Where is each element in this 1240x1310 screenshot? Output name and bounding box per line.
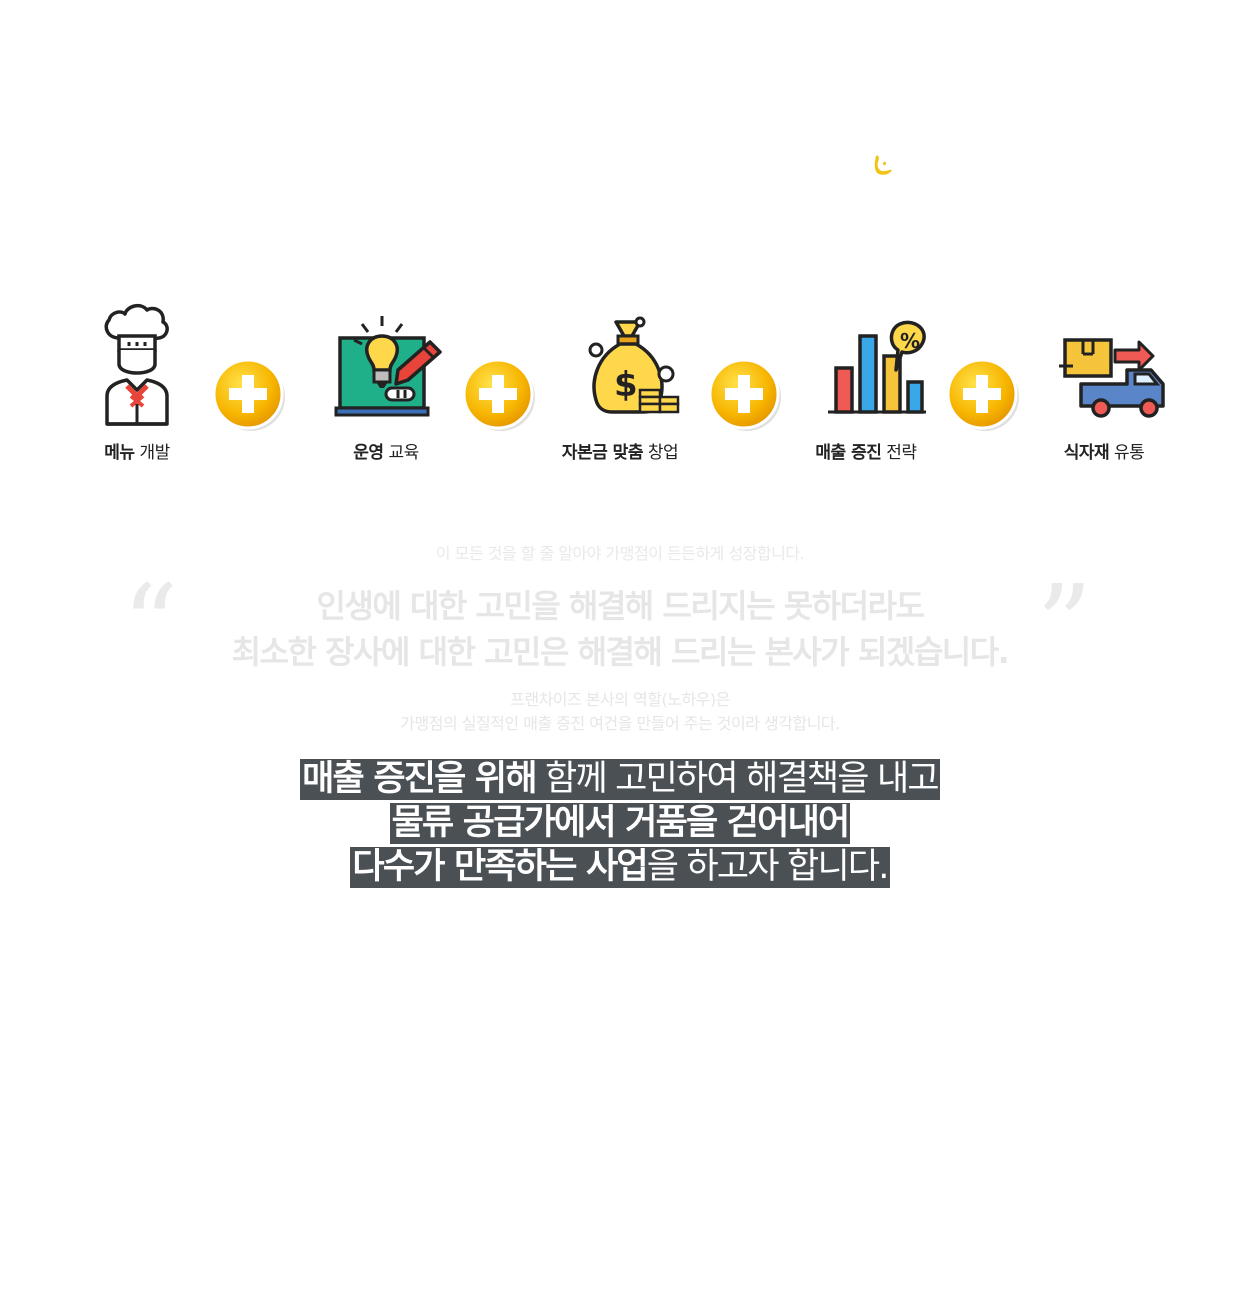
- bar-chart-percent-icon: %: [828, 320, 926, 414]
- feature-menu-development: 메뉴 개발: [57, 300, 217, 463]
- highlight-line-3: 다수가 만족하는 사업을 하고자 합니다.: [350, 847, 890, 888]
- main-quote: 인생에 대한 고민을 해결해 드리지는 못하더라도 최소한 장사에 대한 고민은…: [0, 583, 1240, 675]
- svg-text:%: %: [900, 329, 920, 353]
- sub-line-1: 프랜차이즈 본사의 역할(노하우)은: [510, 690, 730, 709]
- feature-capital-startup: $ 자본금 맞춤 창업: [540, 300, 700, 463]
- money-bag-icon: $: [588, 316, 680, 414]
- feature-label: 매출 증진 전략: [815, 443, 917, 463]
- close-quote-mark: ”: [1036, 561, 1093, 689]
- chef-icon: [104, 303, 169, 426]
- plus-circle-icon: [212, 358, 285, 431]
- plus-circle-icon: [708, 358, 781, 431]
- feature-icon-row: 메뉴 개발 운영 교육: [0, 300, 1240, 480]
- highlight-statement: 매출 증진을 위해 함께 고민하여 해결책을 내고 물류 공급가에서 거품을 걷…: [0, 758, 1240, 890]
- quote-line-2: 최소한 장사에 대한 고민은 해결해 드리는 본사가 되겠습니다.: [231, 633, 1010, 671]
- highlight-line-1: 매출 증진을 위해 함께 고민하여 해결책을 내고: [300, 759, 940, 800]
- quote-line-1: 인생에 대한 고민을 해결해 드리지는 못하더라도: [316, 587, 925, 625]
- feature-label: 운영 교육: [353, 443, 419, 463]
- open-quote-mark: “: [122, 561, 179, 689]
- svg-text:$: $: [614, 365, 638, 405]
- delivery-truck-icon: [1059, 338, 1165, 418]
- faded-sub-text: 프랜차이즈 본사의 역할(노하우)은 가맹점의 실질적인 매출 증진 여건을 만…: [0, 688, 1240, 736]
- feature-label: 식자재 유통: [1063, 443, 1145, 463]
- yellow-splash-icon: [874, 155, 892, 175]
- feature-label: 메뉴 개발: [104, 443, 170, 463]
- feature-food-distribution: 식자재 유통: [1024, 300, 1184, 463]
- plus-circle-icon: [946, 358, 1019, 431]
- plus-circle-icon: [462, 358, 535, 431]
- faded-intro-text: 이 모든 것을 할 줄 알아야 가맹점이 든든하게 성장합니다.: [435, 544, 805, 563]
- sub-line-2: 가맹점의 실질적인 매출 증진 여건을 만들어 주는 것이라 생각합니다.: [400, 714, 840, 733]
- feature-operation-education: 운영 교육: [306, 300, 466, 463]
- feature-sales-strategy: % 매출 증진 전략: [786, 300, 946, 463]
- lightbulb-board-icon: [334, 316, 442, 417]
- highlight-line-2: 물류 공급가에서 거품을 걷어내어: [389, 803, 851, 844]
- feature-label: 자본금 맞춤 창업: [561, 443, 679, 463]
